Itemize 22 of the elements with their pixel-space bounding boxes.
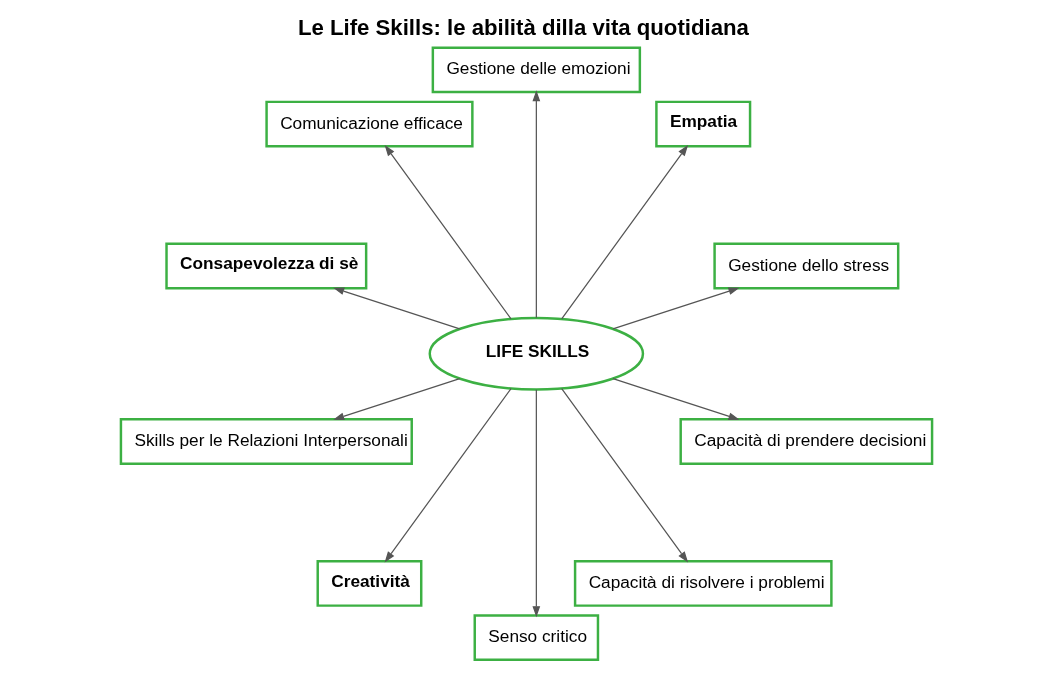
node-box: Gestione delle emozioni [431, 46, 642, 94]
arrow [532, 90, 541, 319]
arrow [532, 389, 541, 618]
node-ellipse: LIFE SKILLS [428, 316, 645, 391]
node-box: Consapevolezza di sè [165, 242, 368, 290]
node-box: Gestione dello stress [713, 242, 900, 290]
diagram-title: Le Life Skills: le abilità dilla vita quotidiana [297, 14, 749, 40]
node-box: Creatività [316, 560, 423, 607]
arrow [612, 287, 740, 330]
node-box: Capacità di risolvere i problemi [573, 560, 833, 607]
arrow [333, 287, 461, 330]
node-box: Skills per le Relazioni Interpersonali [119, 418, 413, 465]
arrow [384, 388, 512, 563]
arrow [333, 378, 461, 421]
arrow [384, 144, 512, 320]
arrow [612, 378, 740, 421]
node-box: Senso critico [473, 614, 600, 662]
node-box: Empatia [655, 100, 752, 148]
node-box: Comunicazione efficace [265, 100, 474, 148]
arrow [561, 388, 689, 563]
node-box: Capacità di prendere decisioni [679, 418, 934, 465]
arrow [561, 144, 689, 320]
